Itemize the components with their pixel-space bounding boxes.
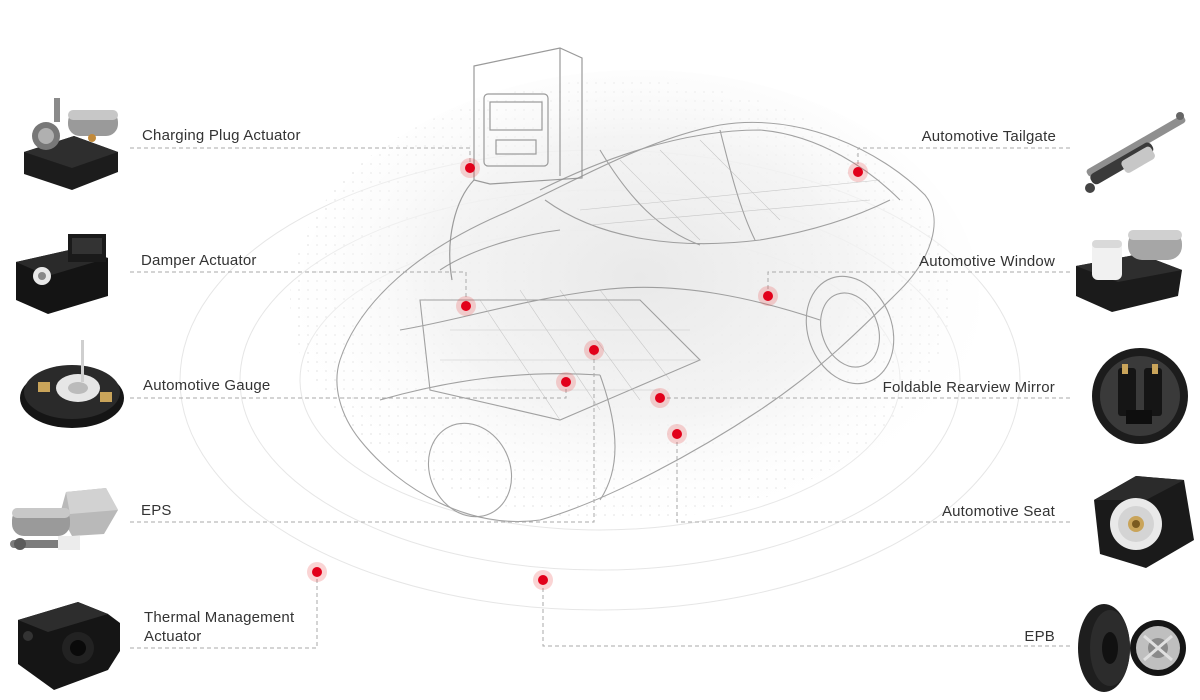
thermal-management-actuator-image[interactable] [8,592,120,692]
window-lift-motor-image[interactable] [1070,220,1182,320]
label-eps: EPS [141,502,172,519]
automotive-gauge-image[interactable] [16,336,128,436]
hotspot-damper-actuator[interactable] [456,296,476,316]
car-interior-mesh [440,139,881,421]
label-automotive-gauge: Automotive Gauge [143,377,271,394]
hotspot-thermal-management[interactable] [307,562,327,582]
label-automotive-window: Automotive Window [919,253,1055,270]
charging-station [449,47,583,281]
eps-motor-image[interactable] [6,470,118,570]
hotspot-tailgate[interactable] [848,162,868,182]
hotspot-window[interactable] [758,286,778,306]
car-body-outline [336,121,935,522]
label-automotive-tailgate: Automotive Tailgate [921,128,1056,145]
hotspot-seat[interactable] [667,424,687,444]
rearview-mirror-actuator-image[interactable] [1082,346,1194,446]
hotspot-epb[interactable] [533,570,553,590]
label-automotive-seat: Automotive Seat [941,503,1055,520]
damper-actuator-image[interactable] [8,218,120,318]
label-epb: EPB [1024,628,1055,645]
hotspot-automotive-gauge[interactable] [556,372,576,392]
label-thermal-management-line2: Actuator [144,628,202,645]
hotspot-eps[interactable] [584,340,604,360]
label-thermal-management-line1: Thermal Management [144,609,295,626]
label-foldable-rearview-mirror: Foldable Rearview Mirror [882,379,1055,396]
charging-plug-actuator-image[interactable] [14,92,126,192]
tailgate-actuator-image[interactable] [1076,96,1188,196]
hotspot-rearview-mirror[interactable] [650,388,670,408]
label-damper-actuator: Damper Actuator [141,252,257,269]
epb-actuator-image[interactable] [1074,596,1186,696]
hotspot-charging-plug[interactable] [460,158,480,178]
label-charging-plug-actuator: Charging Plug Actuator [142,127,301,144]
seat-actuator-image[interactable] [1086,470,1198,570]
